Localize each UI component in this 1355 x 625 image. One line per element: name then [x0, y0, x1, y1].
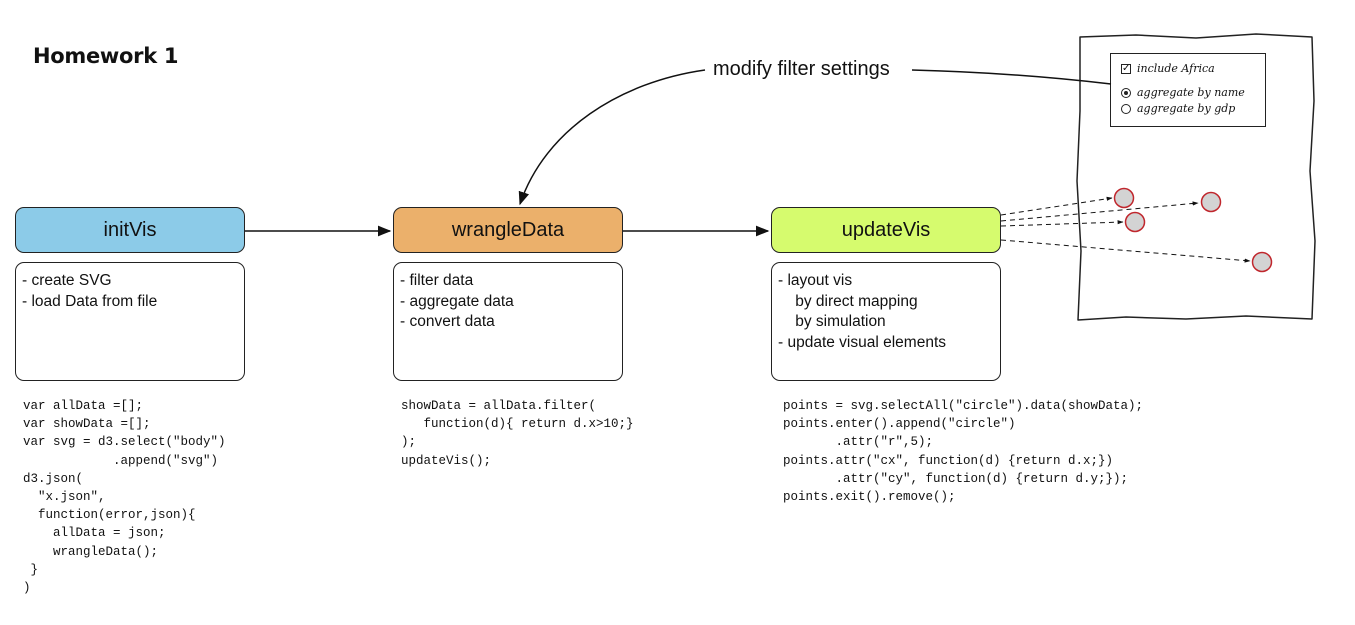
wrangledata-step-filter: - filter data	[400, 272, 474, 289]
filter-panel: ✓ include Africa aggregate by name aggre…	[1110, 53, 1266, 127]
updatevis-description-box: - layout vis by direct mapping by simula…	[771, 262, 1001, 381]
aggregate-by-name-option[interactable]: aggregate by name	[1121, 86, 1245, 99]
initvis-step-create-svg: - create SVG	[22, 272, 112, 289]
aggregate-by-gdp-option[interactable]: aggregate by gdp	[1121, 102, 1235, 115]
aggregate-by-gdp-radio[interactable]	[1121, 103, 1131, 114]
wrangledata-step-convert: - convert data	[400, 313, 495, 330]
initvis-code: var allData =[]; var showData =[]; var s…	[23, 399, 226, 596]
updatevis-code: points = svg.selectAll("circle").data(sh…	[783, 399, 1144, 505]
wrangledata-code: showData = allData.filter( function(d){ …	[401, 399, 634, 468]
aggregate-by-name-radio[interactable]	[1121, 87, 1131, 98]
include-africa-label: include Africa	[1137, 62, 1215, 75]
aggregate-by-gdp-label: aggregate by gdp	[1137, 102, 1236, 115]
page-title: Homework 1	[33, 44, 179, 68]
updatevis-header: updateVis	[771, 207, 1001, 253]
include-africa-option[interactable]: ✓ include Africa	[1121, 62, 1215, 75]
arrow-filter-to-wrangledata	[518, 69, 706, 206]
wrangledata-title: wrangleData	[451, 218, 565, 241]
updatevis-title: updateVis	[841, 218, 931, 241]
initvis-description-box: - create SVG - load Data from file	[15, 262, 245, 381]
sketch-paper: ✓ include Africa aggregate by name aggre…	[1076, 31, 1316, 321]
include-africa-checkbox[interactable]: ✓	[1121, 62, 1131, 74]
updatevis-step-direct-mapping: by direct mapping	[778, 292, 918, 310]
wrangledata-header: wrangleData	[393, 207, 623, 253]
modify-filter-annotation: modify filter settings	[713, 58, 890, 80]
updatevis-step-layout: - layout vis	[778, 272, 853, 289]
initvis-header: initVis	[15, 207, 245, 253]
initvis-title: initVis	[103, 218, 157, 241]
updatevis-step-update-elements: - update visual elements	[778, 333, 947, 351]
wrangledata-step-aggregate: - aggregate data	[400, 292, 514, 310]
aggregate-by-name-label: aggregate by name	[1137, 86, 1245, 99]
wrangledata-description-box: - filter data - aggregate data - convert…	[393, 262, 623, 381]
updatevis-step-simulation: by simulation	[778, 313, 886, 330]
initvis-step-load-data: - load Data from file	[22, 292, 158, 310]
